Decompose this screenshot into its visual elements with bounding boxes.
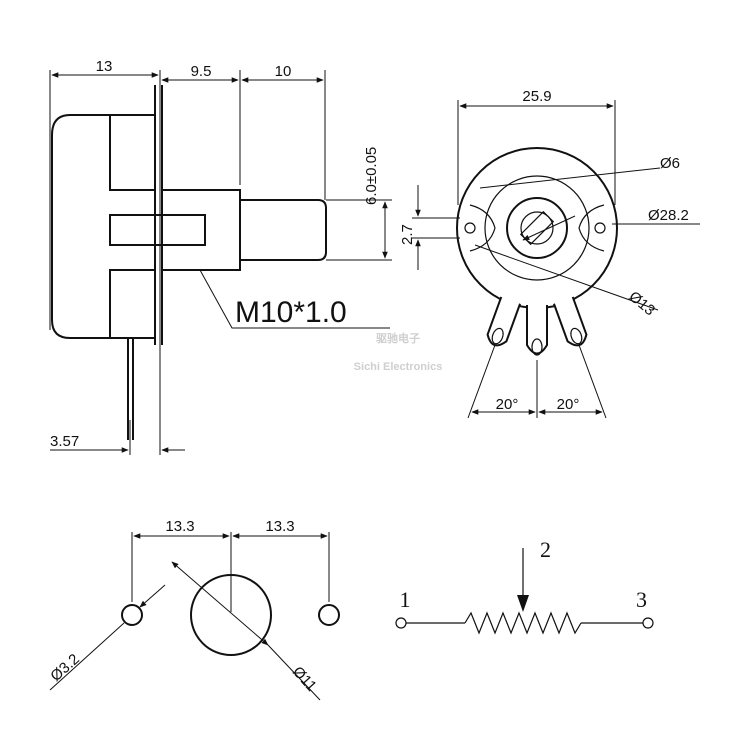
side-view: 13 9.5 10 3.57 6.0±0.05 M10*1.0 (49, 58, 392, 455)
dim-label-body-dia: Ø28.2 (648, 207, 689, 224)
resistor-zigzag (464, 611, 582, 635)
shaft (240, 199, 327, 261)
terminal-2-label: 2 (540, 537, 551, 562)
dim-label-shaft-dia: Ø6 (660, 155, 680, 172)
dim-label-pin-offset: 3.57 (50, 433, 79, 450)
inner-block (109, 115, 155, 191)
mount-hole-left (464, 222, 476, 234)
angle-line-right (578, 344, 607, 419)
notch-right (578, 204, 605, 252)
leader-dia6 (479, 167, 661, 189)
dim-label-left: 13.3 (165, 518, 194, 535)
dim-label-shaft: 10 (275, 63, 292, 80)
dim-label-angle-left: 20° (496, 396, 519, 413)
anti-rotation-tab (109, 214, 206, 246)
leader-dia3.2 (49, 622, 125, 691)
pcb-layout: 13.3 13.3 Ø3.2 Ø11 (47, 518, 340, 701)
thread-label: M10*1.0 (235, 296, 347, 329)
terminal-right (552, 296, 588, 347)
terminal-center (526, 305, 548, 356)
terminal-3-node (642, 617, 654, 629)
dim-label-body-width: 13 (96, 58, 113, 75)
notch-left (469, 204, 496, 252)
mount-hole-right (594, 222, 606, 234)
front-view: 25.9 2.7 Ø6 Ø28.2 Ø13 (354, 88, 700, 419)
threaded-bushing (161, 189, 241, 271)
dim-label-angle-right: 20° (557, 396, 580, 413)
dim-label-width: 25.9 (522, 88, 551, 105)
dim-label-pin-spacing: 2.7 (399, 224, 416, 245)
watermark-cn: 驱驰电子 (376, 331, 420, 345)
housing-outline (51, 114, 155, 339)
inner-ring (484, 175, 590, 281)
leader-dia6-arrow (522, 215, 576, 241)
leader-dia11 (171, 561, 269, 646)
leader-dia13 (474, 244, 659, 311)
dim-label-hole-dia: Ø3.2 (47, 651, 83, 685)
thread-leader (199, 269, 390, 329)
leader-dia11 (267, 644, 321, 701)
wiper-arrow (517, 595, 529, 612)
terminal-left (486, 296, 522, 347)
leader-dia3.2 (139, 584, 166, 608)
inner-block (109, 269, 155, 338)
dim-label-center-dia: Ø11 (289, 663, 320, 695)
bushing-circle (506, 197, 568, 259)
watermark-en: Sichi Electronics (354, 361, 443, 373)
schematic-symbol: 1 2 3 (395, 537, 654, 635)
dim-label-right: 13.3 (265, 518, 294, 535)
dim-label-shaft-dia: 6.0±0.05 (363, 147, 380, 205)
dim-label-inner-dia: Ø13 (625, 288, 658, 319)
pcb-hole-left (121, 604, 143, 626)
dim-label-bushing: 9.5 (191, 63, 212, 80)
terminal-1-node (395, 617, 407, 629)
angle-line-left (467, 344, 496, 419)
pcb-hole-right (318, 604, 340, 626)
body-circle (456, 147, 618, 309)
terminal-3-label: 3 (636, 587, 647, 612)
shaft-circle (520, 211, 554, 245)
terminal-1-label: 1 (400, 587, 411, 612)
